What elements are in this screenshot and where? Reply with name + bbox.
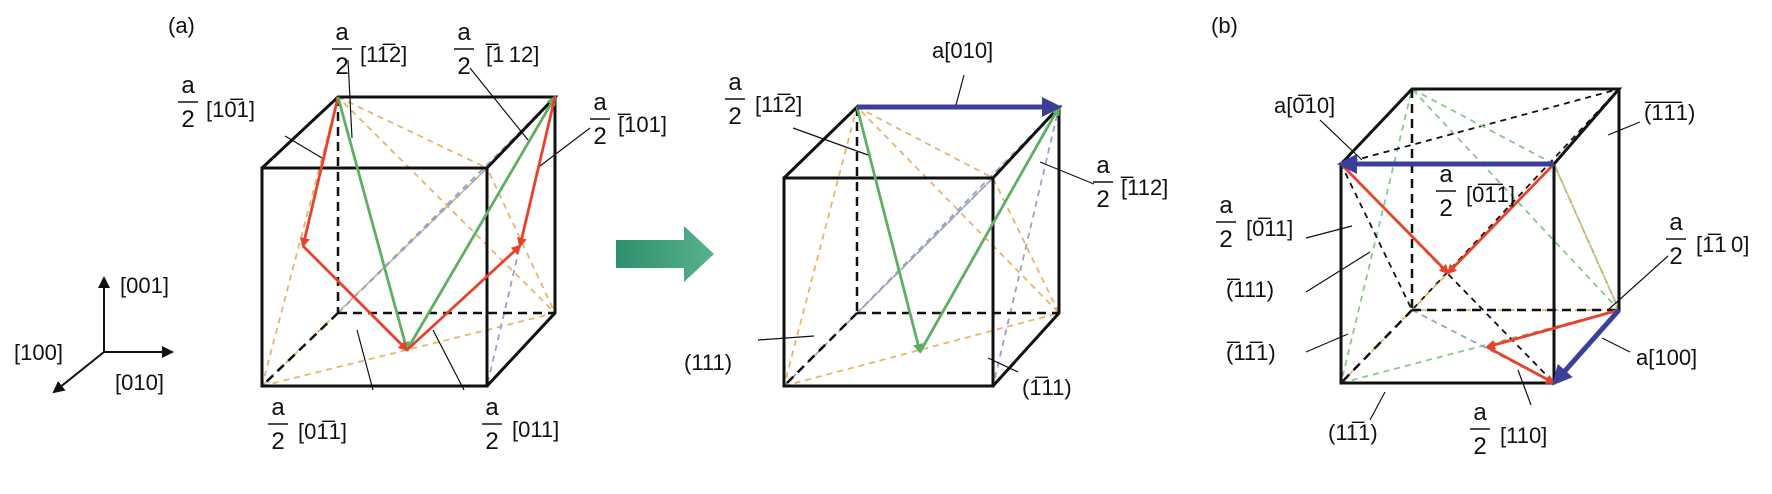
label-0m1m1: [0̅1̅1] (1466, 182, 1515, 207)
label-011: [011] (512, 417, 559, 442)
svg-text:a: a (457, 19, 471, 46)
label-110: [110] (1500, 423, 1547, 448)
axis-triad: [001] [100] [010] (14, 273, 174, 395)
svg-text:a: a (485, 394, 499, 421)
svg-text:2: 2 (181, 106, 194, 133)
panel-b-label: (b) (1211, 13, 1238, 38)
svg-text:a: a (1669, 209, 1683, 236)
label-a2-011: a 2 [011] (482, 394, 559, 455)
axis-label-001: [001] (120, 273, 169, 298)
cube-3: a[0̅10] (̅1̅1̅1) a 2 [0̅1̅1] a 2 [0̅11] … (1216, 87, 1749, 460)
label-01m1: [01̅1] (298, 419, 347, 444)
svg-text:2: 2 (485, 428, 498, 455)
label-a2-11m2: a 2 [11̅2] (332, 19, 407, 80)
svg-text:2: 2 (1219, 226, 1232, 253)
label-plane-111: (111) (684, 350, 732, 375)
label-a2-0m1m1: a 2 [0̅1̅1] (1436, 161, 1515, 222)
svg-text:a: a (271, 394, 285, 421)
label-1m10: [1̅1 0] (1696, 232, 1749, 257)
label-plane-m1m1m1: (̅1̅1̅1) (1644, 100, 1695, 125)
label-plane-1m11: (1̅11) (1022, 375, 1072, 400)
svg-text:a: a (181, 72, 195, 99)
label-plane-m111: (̅111) (1226, 277, 1274, 302)
label-a2-110: a 2 [110] (1470, 399, 1547, 460)
svg-text:2: 2 (728, 103, 741, 130)
label-a2-0m11: a 2 [0̅11] (1216, 192, 1293, 253)
svg-text:2: 2 (1439, 195, 1452, 222)
svg-text:2: 2 (271, 428, 284, 455)
svg-text:2: 2 (593, 123, 606, 150)
svg-text:a: a (1096, 152, 1110, 179)
label-a2-m101: a 2 [̅101] (590, 89, 667, 150)
label-a2-10m1: a 2 [10̅1] (178, 72, 255, 133)
svg-text:2: 2 (457, 53, 470, 80)
axis-label-100: [100] (14, 340, 63, 365)
svg-text:a: a (728, 69, 742, 96)
label-a2-01m1: a 2 [01̅1] (268, 394, 347, 455)
cube-2: a[010] a 2 [11̅2] a 2 [̅112] (111) (1̅11… (684, 38, 1168, 400)
label-a010: a[010] (932, 38, 993, 63)
label-a2-m112-cube2: a 2 [̅112] (1093, 152, 1168, 213)
label-11m2: [11̅2] (360, 42, 407, 67)
label-a2-m112: a 2 [̅1 12] (454, 19, 539, 80)
svg-text:a: a (1219, 192, 1233, 219)
label-11m2-cube2: [11̅2] (755, 92, 802, 117)
label-a100: a[100] (1636, 345, 1697, 370)
panel-a-label: (a) (168, 13, 195, 38)
svg-text:a: a (593, 89, 607, 116)
transition-arrow-icon (616, 226, 714, 282)
axis-label-010: [010] (115, 370, 164, 395)
svg-text:2: 2 (1473, 433, 1486, 460)
svg-text:a: a (1473, 399, 1487, 426)
cube-1: a 2 [10̅1] a 2 [11̅2] a 2 [̅1 12] a 2 [̅… (178, 19, 667, 455)
label-m112-cube2: [̅112] (1120, 175, 1168, 200)
label-a2-1m10: a 2 [1̅1 0] (1666, 209, 1749, 270)
label-plane-m11m1: (̅11̅1) (1226, 340, 1276, 365)
svg-text:2: 2 (1096, 186, 1109, 213)
svg-text:2: 2 (1669, 243, 1682, 270)
label-10m1: [10̅1] (206, 97, 255, 122)
label-a2-11m2-cube2: a 2 [11̅2] (725, 69, 802, 130)
svg-text:a: a (1439, 161, 1453, 188)
svg-text:2: 2 (335, 53, 348, 80)
label-m101: [̅101] (617, 112, 667, 137)
svg-text:a: a (335, 19, 349, 46)
label-0m11: [0̅11] (1246, 216, 1293, 241)
label-m112: [̅1 12] (485, 42, 539, 67)
label-a0m10: a[0̅10] (1274, 93, 1335, 118)
label-plane-11m1: (11̅1) (1328, 420, 1378, 445)
